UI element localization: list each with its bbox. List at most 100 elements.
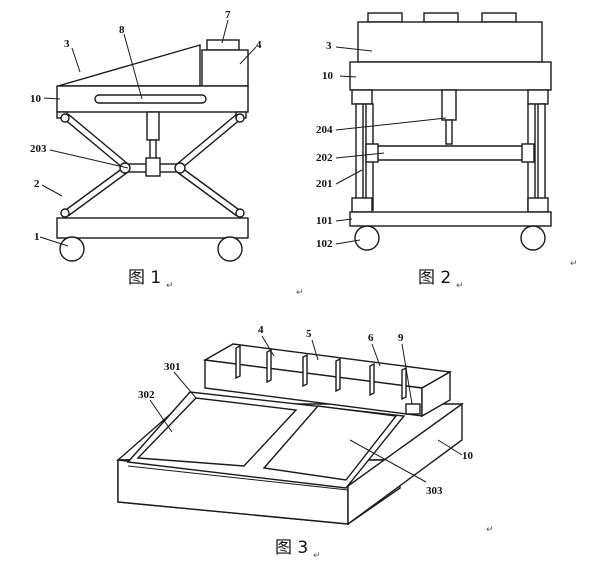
leader-line bbox=[149, 399, 173, 433]
slot-8 bbox=[94, 94, 207, 104]
bar-clamp bbox=[365, 143, 379, 163]
actuator-body bbox=[441, 89, 457, 121]
figure-1-side-view: 3 8 7 4 10 203 2 1 图 1 ↵ bbox=[30, 9, 262, 291]
leader-line bbox=[339, 75, 357, 78]
leader-line bbox=[335, 239, 361, 245]
scissor-arm bbox=[67, 113, 129, 165]
label-201: 201 bbox=[316, 178, 333, 190]
figure-1-caption: 图 1 bbox=[128, 268, 161, 288]
panel-303 bbox=[262, 405, 398, 481]
base-frame bbox=[56, 217, 249, 239]
pivot bbox=[60, 208, 70, 218]
wheel bbox=[520, 225, 546, 251]
bin-side-wall bbox=[421, 370, 451, 418]
guide-block bbox=[527, 197, 549, 213]
cross-bar-202 bbox=[375, 145, 525, 161]
leg-201 bbox=[355, 103, 364, 211]
label-6: 6 bbox=[368, 332, 374, 344]
base-101 bbox=[349, 211, 552, 227]
divider bbox=[335, 357, 341, 393]
label-4: 4 bbox=[258, 324, 264, 336]
guide-block bbox=[527, 89, 549, 105]
box-4 bbox=[201, 49, 249, 87]
leader-line bbox=[311, 339, 319, 361]
divider bbox=[401, 366, 407, 401]
label-5: 5 bbox=[306, 328, 312, 340]
divider bbox=[266, 348, 272, 384]
label-3: 3 bbox=[326, 40, 332, 52]
panel-302 bbox=[136, 397, 298, 467]
leader-line bbox=[349, 439, 427, 483]
center-block bbox=[145, 157, 161, 177]
wheel-102 bbox=[354, 225, 380, 251]
scissor-arm bbox=[62, 167, 124, 213]
compartment bbox=[423, 12, 459, 23]
label-301: 301 bbox=[164, 361, 181, 373]
label-10: 10 bbox=[322, 70, 334, 82]
divider bbox=[369, 362, 375, 397]
pivot bbox=[235, 113, 245, 123]
figure-3-caption: 图 3 bbox=[275, 538, 308, 558]
scissor-arm bbox=[176, 113, 238, 165]
label-8: 8 bbox=[119, 24, 125, 36]
leader-line bbox=[49, 149, 129, 169]
label-202: 202 bbox=[316, 152, 333, 164]
label-7: 7 bbox=[225, 9, 231, 21]
leader-line bbox=[335, 218, 353, 222]
pivot bbox=[119, 162, 131, 174]
leg bbox=[537, 103, 546, 211]
bar-clamp bbox=[521, 143, 535, 163]
base-right-face bbox=[347, 402, 463, 526]
leader-line bbox=[71, 47, 81, 73]
return-mark: ↵ bbox=[313, 551, 321, 561]
guide-block bbox=[351, 89, 373, 105]
leader-line bbox=[39, 236, 69, 247]
pivot bbox=[235, 208, 245, 218]
label-204: 204 bbox=[316, 124, 333, 136]
figure-3-perspective-view: 4 5 6 9 301 302 10 303 图 3 ↵ bbox=[116, 324, 474, 561]
label-10: 10 bbox=[30, 93, 42, 105]
scissor-arm bbox=[67, 171, 129, 217]
figure-2-caption: 图 2 bbox=[418, 268, 451, 288]
leader-line bbox=[123, 33, 143, 100]
leader-line bbox=[335, 152, 385, 159]
label-9: 9 bbox=[398, 332, 404, 344]
label-4: 4 bbox=[256, 39, 262, 51]
compartment bbox=[367, 12, 403, 23]
leader-line bbox=[221, 19, 229, 44]
leader-line bbox=[261, 335, 275, 357]
label-2: 2 bbox=[34, 178, 40, 190]
scissor-arm bbox=[181, 167, 243, 213]
leader-line bbox=[41, 184, 63, 197]
guide-block bbox=[351, 197, 373, 213]
label-101: 101 bbox=[316, 215, 333, 227]
return-mark: ↵ bbox=[486, 525, 494, 535]
lid-7 bbox=[206, 39, 240, 51]
compartment bbox=[481, 12, 517, 23]
label-1: 1 bbox=[34, 231, 40, 243]
leader-line bbox=[371, 343, 381, 367]
scissor-arm bbox=[181, 117, 243, 169]
return-mark: ↵ bbox=[166, 281, 174, 291]
label-302: 302 bbox=[138, 389, 155, 401]
pivot bbox=[60, 113, 70, 123]
leader-line bbox=[173, 371, 197, 399]
label-303: 303 bbox=[426, 485, 443, 497]
leader-line bbox=[335, 169, 363, 185]
leader-line bbox=[239, 46, 257, 65]
actuator-body bbox=[146, 111, 160, 141]
scissor-arm bbox=[176, 171, 238, 217]
wheel bbox=[217, 236, 243, 262]
leader-line bbox=[335, 46, 373, 52]
divider bbox=[302, 353, 308, 388]
return-mark: ↵ bbox=[570, 259, 578, 269]
rim-edge bbox=[127, 465, 349, 491]
return-mark: ↵ bbox=[456, 281, 464, 291]
table-top-10 bbox=[349, 61, 552, 91]
wheel-1 bbox=[59, 236, 85, 262]
cup-9 bbox=[405, 403, 421, 415]
label-3: 3 bbox=[64, 38, 70, 50]
actuator-rod bbox=[445, 119, 453, 145]
divider bbox=[235, 344, 241, 380]
